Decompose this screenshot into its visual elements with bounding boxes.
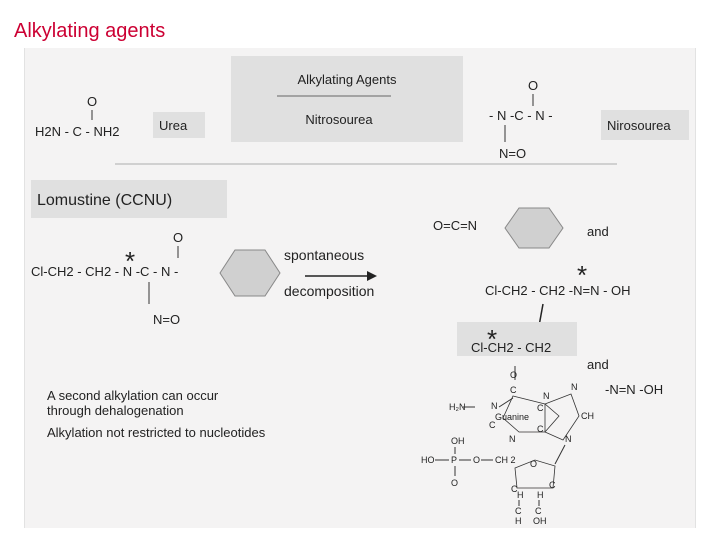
sugar-o: O	[530, 459, 537, 469]
urea-formula: H2N - C - NH2	[35, 124, 120, 139]
header-subtitle: Nitrosourea	[305, 112, 373, 127]
guanine-o: O	[510, 370, 517, 380]
lomustine-star: *	[125, 246, 135, 276]
guanine-n4: N	[565, 434, 572, 444]
sugar-c7: C	[535, 506, 542, 516]
diazo-star: *	[577, 260, 587, 290]
nitrosourea-label: Nirosourea	[607, 118, 671, 133]
diazo-formula: Cl-CH2 - CH2 -N=N - OH	[485, 283, 631, 298]
and-label-2: and	[587, 357, 609, 372]
alkylation-diagram: Alkylating Agents Nitrosourea O H2N - C …	[31, 56, 689, 526]
phosphate-ho: HO	[421, 455, 435, 465]
guanine-nucleotide-structure: O C N H₂N N Guanine C C C N N CH N OH HO…	[421, 366, 594, 526]
adduct-box	[457, 322, 577, 356]
sugar-ch2: CH 2	[495, 455, 516, 465]
nitrosourea-label-box	[601, 110, 689, 140]
phosphate-oh: OH	[451, 436, 465, 446]
isocyanate-formula: O=C=N	[433, 218, 477, 233]
sugar-c4: C	[511, 484, 518, 494]
lomustine-chain: Cl-CH2 - CH2 - N -C - N -	[31, 264, 178, 279]
guanine-n2: N	[491, 401, 498, 411]
nitrosourea-formula: - N -C - N -	[489, 108, 553, 123]
nitrosourea-oxygen: O	[528, 78, 538, 93]
lomustine-title: Lomustine (CCNU)	[37, 192, 172, 209]
guanine-ch: CH	[581, 411, 594, 421]
phosphate-o-bottom: O	[451, 478, 458, 488]
isocyanate-cyclohexane-icon	[504, 207, 564, 249]
guanine-c1: C	[510, 385, 517, 395]
guanine-n3: N	[571, 382, 578, 392]
phosphate-p: P	[451, 455, 457, 465]
urea-oxygen: O	[87, 94, 97, 109]
urea-label-box	[153, 112, 205, 138]
header-box	[231, 56, 463, 142]
guanine-ring-c3: C	[537, 424, 544, 434]
note-line-1: A second alkylation can occur	[47, 388, 219, 403]
reaction-label-1: spontaneous	[284, 247, 364, 263]
sugar-oh: OH	[533, 516, 547, 526]
guanine-h2n: H₂N	[449, 402, 466, 412]
reaction-label-2: decomposition	[284, 283, 374, 299]
lomustine-title-box	[31, 180, 227, 218]
slide-title: Alkylating agents	[14, 20, 166, 42]
guanine-ring-c1: C	[489, 420, 496, 430]
guanine-n5: N	[509, 434, 516, 444]
guanine-n1: N	[543, 391, 550, 401]
sugar-h2: H	[537, 490, 544, 500]
note-line-2: through dehalogenation	[47, 403, 184, 418]
lomustine-no: N=O	[153, 312, 180, 327]
guanine-label: Guanine	[495, 412, 529, 422]
reaction-arrowhead-icon	[367, 271, 377, 281]
lomustine-oxygen: O	[173, 230, 183, 245]
header-title: Alkylating Agents	[297, 72, 397, 87]
leaving-group-formula: -N=N -OH	[605, 382, 663, 397]
note-line-3: Alkylation not restricted to nucleotides	[47, 425, 266, 440]
phosphate-o: O	[473, 455, 480, 465]
nitrosourea-no: N=O	[499, 146, 526, 161]
diagram-panel: Alkylating Agents Nitrosourea O H2N - C …	[24, 48, 696, 528]
urea-label: Urea	[159, 118, 188, 133]
sugar-h3: H	[515, 516, 522, 526]
sugar-c6: C	[515, 506, 522, 516]
sugar-c5: C	[549, 480, 556, 490]
lomustine-cyclohexane-icon	[219, 249, 281, 297]
guanine-ring-c2: C	[537, 403, 544, 413]
adduct-star: *	[487, 324, 497, 354]
and-label-1: and	[587, 224, 609, 239]
adduct-label: Cl-CH2 - CH2	[471, 340, 551, 355]
sugar-h1: H	[517, 490, 524, 500]
